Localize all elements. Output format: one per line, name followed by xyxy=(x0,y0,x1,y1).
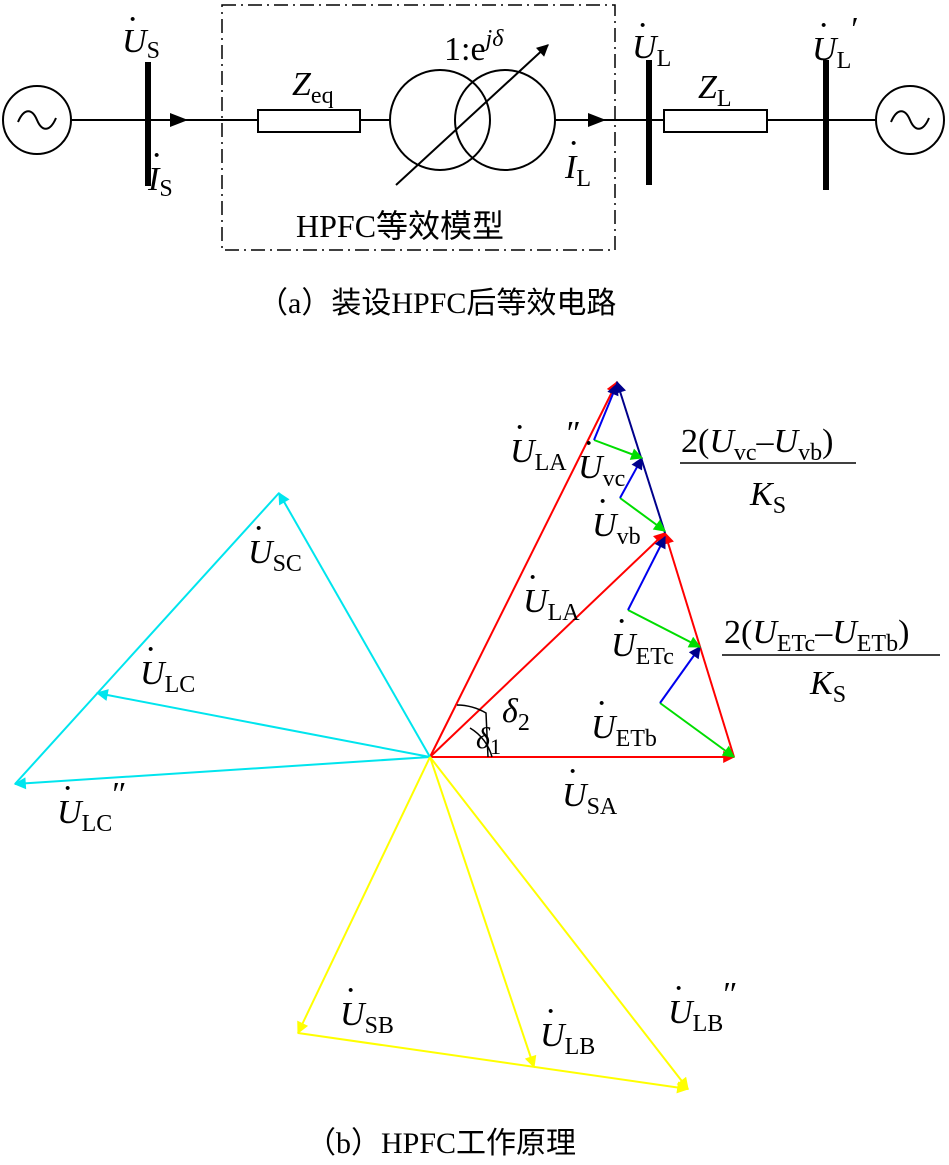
fraction-uv-numerator: 2(Uvc–Uvb) xyxy=(681,423,833,466)
label-usc: USC xyxy=(248,534,302,577)
label-ratio: 1:ejδ xyxy=(444,26,504,68)
right-ac-source-icon xyxy=(875,85,945,155)
circuit-diagram xyxy=(2,4,945,251)
dot-uetb: · xyxy=(596,685,607,722)
dot-ula: · xyxy=(527,559,538,596)
label-ulb: ULB xyxy=(540,1017,595,1060)
phasor-diagram xyxy=(13,380,736,1094)
label-ul: UL xyxy=(632,29,671,72)
fraction-uv-denominator: KS xyxy=(749,476,786,519)
label-ulb-double-prime: ULB″ xyxy=(668,976,737,1037)
phasor-uetb-rotated xyxy=(659,646,701,704)
label-ul-prime: UL′ xyxy=(812,11,859,74)
phasor-usb-to-ulb2 xyxy=(297,1032,690,1094)
label-hpfc-model: HPFC等效模型 xyxy=(296,208,504,244)
zl-impedance xyxy=(663,109,768,133)
label-uetb: UETb xyxy=(591,709,657,752)
label-zeq: Zeq xyxy=(292,66,334,109)
phasor-uetc xyxy=(627,609,702,648)
is-arrow-icon xyxy=(170,113,188,127)
label-zl: ZL xyxy=(698,69,732,112)
left-ac-source-icon xyxy=(2,85,72,155)
dot-ula2: · xyxy=(514,409,525,446)
angle-delta2-arc xyxy=(456,704,489,758)
dot-uvb: · xyxy=(597,483,608,520)
label-uvb: Uvb xyxy=(592,507,641,550)
label-us: US xyxy=(122,23,160,64)
dot-ul: · xyxy=(637,7,648,44)
dot-us: · xyxy=(127,1,138,38)
fraction-uet-numerator: 2(UETc–UETb) xyxy=(724,614,909,657)
fraction-uv: 2(Uvc–Uvb) KS xyxy=(680,423,856,519)
label-ula-double-prime: ULA″ xyxy=(510,415,581,476)
label-ula: ULA xyxy=(523,583,580,626)
dot-ulc2: · xyxy=(62,770,73,807)
phasor-ulb-double-prime xyxy=(429,756,689,1090)
zeq-impedance xyxy=(257,109,361,133)
phasor-labels: ULA″ · Uvc · Uvb · ULA · UETc · UETb · U… xyxy=(57,409,940,1160)
label-ulc-double-prime: ULC″ xyxy=(57,776,126,837)
dot-il: · xyxy=(568,125,579,162)
label-is: IS xyxy=(147,161,173,202)
phasor-uvc-rotated xyxy=(593,382,619,441)
dot-usa: · xyxy=(567,753,578,790)
label-delta2: δ2 xyxy=(502,693,530,736)
phasor-ula-double-prime xyxy=(429,380,618,758)
dot-ulb2: · xyxy=(673,970,684,1007)
dot-uvc: · xyxy=(583,425,594,462)
hpfc-model-box xyxy=(221,4,616,251)
phasor-uetc-rotated xyxy=(627,535,666,611)
caption-b: （b）HPFC工作原理 xyxy=(306,1127,576,1160)
il-arrow-icon xyxy=(588,113,606,127)
label-usb: USB xyxy=(340,996,394,1039)
dot-ulc: · xyxy=(145,631,156,668)
phasor-ulb xyxy=(429,756,537,1069)
phasor-ulc xyxy=(95,689,431,758)
phasor-ula xyxy=(429,532,666,758)
dot-uetc: · xyxy=(616,603,627,640)
label-usa: USA xyxy=(562,777,618,820)
fraction-uet: 2(UETc–UETb) KS xyxy=(722,614,940,708)
label-uvc: Uvc xyxy=(578,449,625,492)
dot-ulb: · xyxy=(545,993,556,1030)
label-uetc: UETc xyxy=(611,627,674,670)
dot-usb: · xyxy=(345,972,356,1009)
caption-a: （a）装设HPFC后等效电路 xyxy=(258,287,616,320)
phasor-usc-to-ulc2 xyxy=(14,492,280,785)
dot-ul-prime: · xyxy=(818,7,829,44)
angle-delta1-arc xyxy=(469,727,493,758)
phasor-uvb-rotated xyxy=(619,456,643,499)
label-delta1: δ1 xyxy=(476,722,501,759)
dot-is: · xyxy=(151,137,162,174)
phasor-uetb xyxy=(659,702,735,758)
phasor-usc xyxy=(278,491,431,758)
phasor-uvb xyxy=(619,497,666,532)
phasor-usb xyxy=(297,756,431,1035)
fraction-uet-denominator: KS xyxy=(809,665,846,708)
circuit-labels: US · IS · Zeq 1:ejδ UL · IL · ZL UL′ · H… xyxy=(122,1,859,320)
label-ulc: ULC xyxy=(140,655,195,698)
phasor-uvc xyxy=(593,439,644,460)
phasor-ulc-double-prime xyxy=(13,756,431,790)
label-il: IL xyxy=(564,149,591,192)
dot-usc: · xyxy=(253,510,264,547)
